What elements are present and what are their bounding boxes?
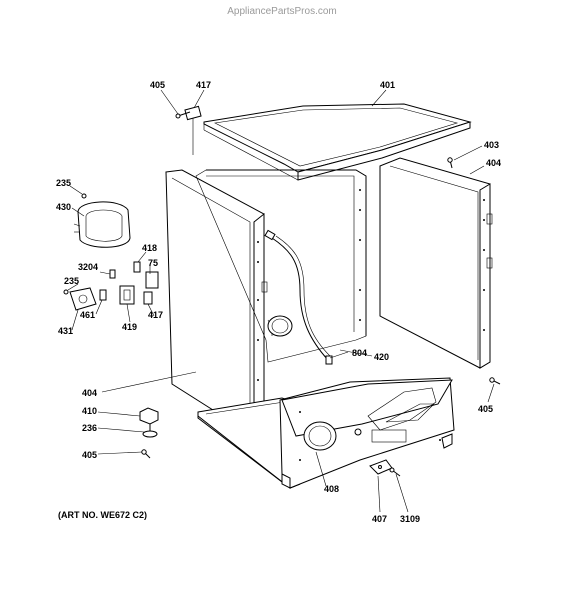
label-407: 407 [372, 514, 387, 524]
leveling-foot [139, 407, 159, 438]
cabinet-frame [195, 169, 367, 363]
part-3204 [109, 269, 116, 279]
screw-235-bottom [63, 289, 69, 295]
label-410: 410 [82, 406, 97, 416]
screw-405-right [489, 377, 501, 385]
label-235-top: 235 [56, 178, 71, 188]
bracket-407 [369, 459, 393, 475]
label-431: 431 [58, 326, 73, 336]
label-804: 804 [352, 348, 367, 358]
wire-harness [264, 229, 333, 365]
label-3109: 3109 [400, 514, 420, 524]
label-417-mid: 417 [148, 310, 163, 320]
part-430 [73, 201, 131, 248]
label-418: 418 [142, 243, 157, 253]
label-236: 236 [82, 423, 97, 433]
label-235-bottom: 235 [64, 276, 79, 286]
watermark: AppliancePartsPros.com [227, 6, 337, 17]
top-hinge-bracket [175, 105, 202, 155]
part-418 [133, 261, 141, 273]
label-3204: 3204 [78, 262, 98, 272]
art-number: (ART NO. WE672 C2) [58, 510, 147, 520]
part-461 [99, 289, 107, 301]
screw-235-top [81, 193, 87, 199]
part-417-mid [143, 291, 153, 305]
label-420: 420 [374, 352, 389, 362]
label-419: 419 [122, 322, 137, 332]
label-403: 403 [484, 140, 499, 150]
part-419 [119, 285, 135, 305]
leader-lines [67, 89, 495, 513]
right-side-panel [379, 157, 493, 369]
screw-405-bottom-left [141, 449, 151, 459]
top-panel [203, 103, 472, 181]
screw-3109 [389, 467, 401, 477]
label-404-right: 404 [486, 158, 501, 168]
label-417-top: 417 [196, 80, 211, 90]
label-405-top: 405 [150, 80, 165, 90]
label-75: 75 [148, 258, 158, 268]
label-405-right: 405 [478, 404, 493, 414]
part-431 [69, 287, 97, 311]
screw-403 [447, 157, 453, 169]
label-404-left: 404 [82, 388, 97, 398]
label-461: 461 [80, 310, 95, 320]
label-408: 408 [324, 484, 339, 494]
label-430: 430 [56, 202, 71, 212]
part-labels: 405 417 401 403 404 235 430 418 75 3204 … [56, 80, 501, 524]
part-75 [145, 271, 159, 289]
label-405-bottom: 405 [82, 450, 97, 460]
label-401: 401 [380, 80, 395, 90]
base-frame [197, 377, 455, 489]
left-side-panel [165, 169, 268, 437]
